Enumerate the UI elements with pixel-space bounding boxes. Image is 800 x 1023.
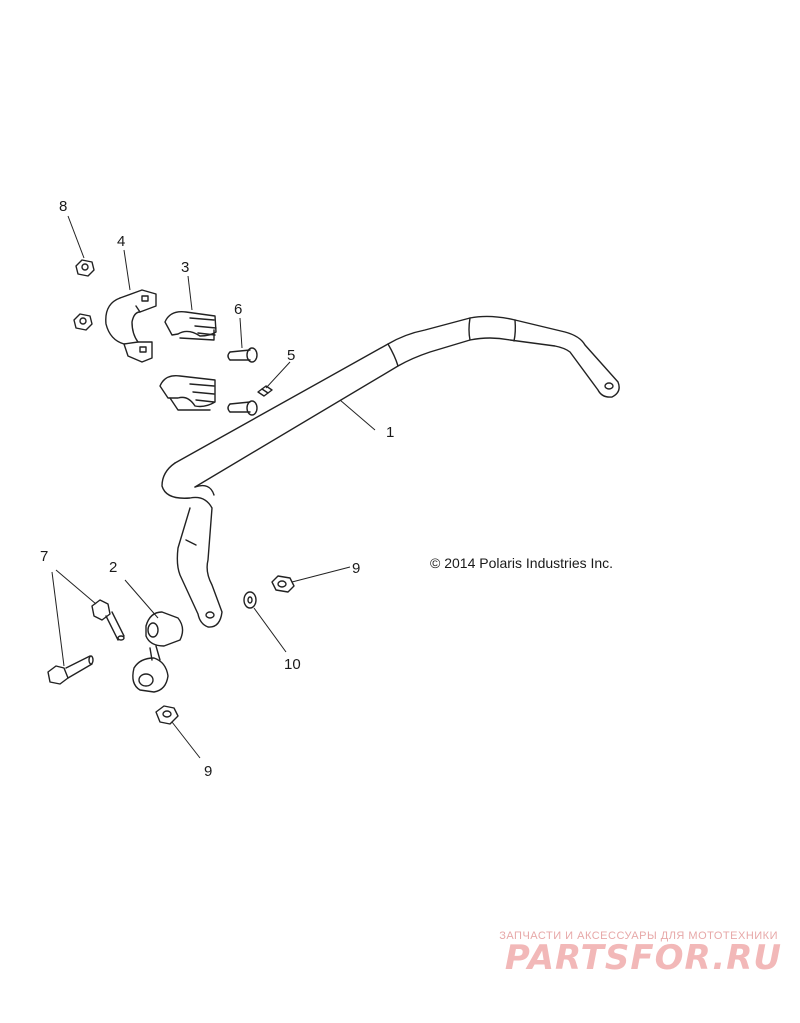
callout-9-upper: 9 (352, 560, 360, 577)
washer (243, 591, 257, 609)
leader-lines (51, 215, 376, 759)
copyright-notice: © 2014 Polaris Industries Inc. (430, 555, 614, 571)
callout-7: 7 (40, 548, 48, 565)
long-bolt (47, 599, 125, 685)
watermark-tagline: ЗАПЧАСТИ И АКСЕССУАРЫ ДЛЯ МОТОТЕХНИКИ (499, 930, 778, 942)
callout-8: 8 (59, 198, 67, 215)
bushing (159, 311, 217, 411)
bolt (227, 347, 258, 416)
clip (257, 385, 273, 397)
end-link (132, 611, 184, 693)
callout-10: 10 (284, 656, 301, 673)
callout-5: 5 (287, 347, 295, 364)
clamp (105, 289, 157, 363)
callout-6: 6 (234, 301, 242, 318)
callout-3: 3 (181, 259, 189, 276)
callout-labels: 1 2 3 4 5 6 7 8 9 9 10 (40, 198, 394, 780)
watermark-logo: PARTSFOR.RU (504, 938, 782, 978)
callout-4: 4 (117, 233, 125, 250)
callout-2: 2 (109, 559, 117, 576)
callout-9-lower: 9 (204, 763, 212, 780)
callout-1: 1 (386, 424, 394, 441)
flange-nut (155, 575, 295, 725)
stabilizer-bar (161, 315, 620, 628)
nut (73, 259, 95, 331)
